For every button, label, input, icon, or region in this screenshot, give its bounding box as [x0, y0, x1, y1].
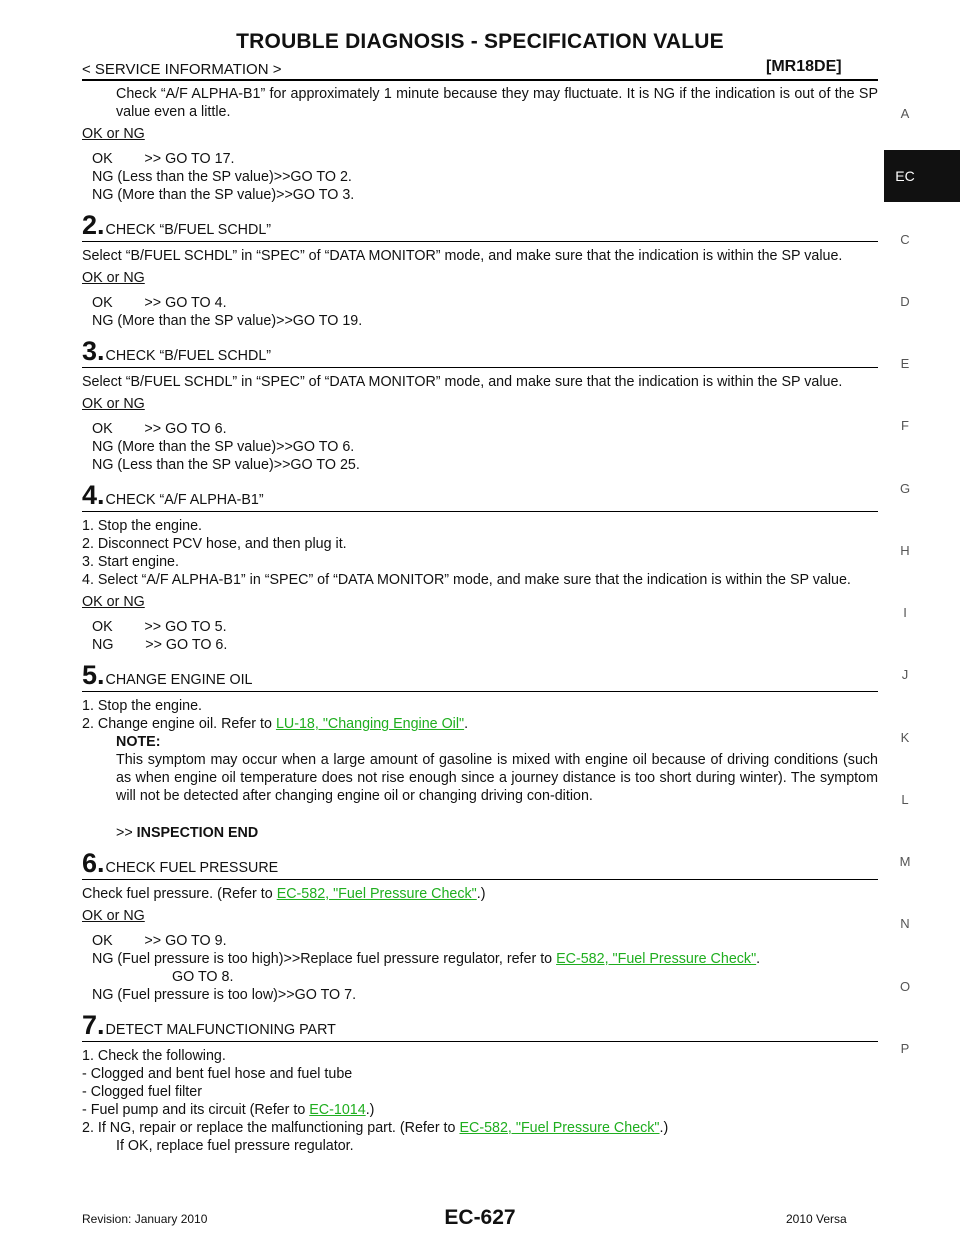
step-heading: 4. CHECK “A/F ALPHA-B1” [82, 482, 878, 512]
answer: NG (Less than the SP value)>>GO TO 25. [92, 457, 360, 473]
side-index-e[interactable]: E [900, 356, 910, 371]
step-body: Check fuel pressure. (Refer to EC-582, "… [82, 885, 878, 903]
side-index-k[interactable]: K [900, 730, 910, 745]
answer: NG (More than the SP value)>>GO TO 3. [92, 187, 355, 203]
answer: OK >> GO TO 9. [92, 933, 227, 949]
step-number: 2. [82, 210, 105, 240]
note-text: This symptom may occur when a large amou… [116, 752, 878, 804]
side-index-active-ec[interactable]: EC [884, 150, 960, 202]
list-item-suffix: . [464, 716, 469, 732]
list-item-continuation: If OK, replace fuel pressure regulator. [116, 1138, 354, 1154]
answer: OK >> GO TO 17. [92, 151, 235, 167]
step-number: 5. [82, 660, 105, 690]
answer: NG >> GO TO 6. [92, 637, 228, 653]
end-prefix: >> [116, 825, 137, 841]
step-heading: 6. CHECK FUEL PRESSURE [82, 850, 878, 880]
sub-item-suffix: .) [365, 1102, 375, 1118]
list-item: 1. Check the following. [82, 1048, 226, 1064]
side-index-n[interactable]: N [900, 916, 910, 931]
answer-continuation: GO TO 8. [172, 969, 234, 985]
answer-suffix: . [756, 951, 761, 967]
ok-or-ng-label: OK or NG [82, 396, 145, 412]
step-title: CHECK “B/FUEL SCHDL” [105, 222, 272, 238]
sub-item: - Clogged and bent fuel hose and fuel tu… [82, 1066, 353, 1082]
lu-18-link[interactable]: LU-18, "Changing Engine Oil" [275, 716, 465, 732]
body-suffix: .) [476, 886, 486, 902]
section-label: < SERVICE INFORMATION > [82, 61, 282, 78]
page-number: EC-627 [444, 1206, 516, 1229]
list-item: 1. Stop the engine. [82, 518, 203, 534]
ok-or-ng-label: OK or NG [82, 126, 145, 142]
side-index-j[interactable]: J [901, 667, 909, 682]
step-heading: 3. CHECK “B/FUEL SCHDL” [82, 338, 878, 368]
ec-582-link[interactable]: EC-582, "Fuel Pressure Check" [276, 886, 477, 902]
side-index-g[interactable]: G [899, 481, 911, 496]
answer: NG (Fuel pressure is too low)>>GO TO 7. [92, 987, 357, 1003]
step-heading: 5. CHANGE ENGINE OIL [82, 662, 878, 692]
sub-item-text: - Fuel pump and its circuit (Refer to [82, 1102, 310, 1118]
end-label: INSPECTION END [136, 825, 259, 841]
answer: NG (More than the SP value)>>GO TO 6. [92, 439, 355, 455]
list-item: 4. Select “A/F ALPHA-B1” in “SPEC” of “D… [82, 572, 851, 588]
step-title: CHECK “B/FUEL SCHDL” [105, 348, 272, 364]
step-heading: 2. CHECK “B/FUEL SCHDL” [82, 212, 878, 242]
answer: NG (More than the SP value)>>GO TO 19. [92, 313, 363, 329]
side-index-i[interactable]: I [903, 605, 907, 620]
ec-582-link[interactable]: EC-582, "Fuel Pressure Check" [556, 951, 757, 967]
header-rule [82, 79, 878, 81]
side-index-c[interactable]: C [900, 232, 910, 247]
step-title: CHECK FUEL PRESSURE [105, 860, 279, 876]
note-label: NOTE: [116, 734, 161, 750]
ok-or-ng-label: OK or NG [82, 594, 145, 610]
list-item: 2. If NG, repair or replace the malfunct… [82, 1119, 878, 1137]
step-heading: 7. DETECT MALFUNCTIONING PART [82, 1012, 878, 1042]
side-index-p[interactable]: P [900, 1041, 910, 1056]
list-item: 2. Disconnect PCV hose, and then plug it… [82, 536, 347, 552]
step-number: 4. [82, 480, 105, 510]
list-item-text: 2. Change engine oil. Refer to [82, 716, 276, 732]
step-title: DETECT MALFUNCTIONING PART [105, 1022, 336, 1038]
list-item-suffix: .) [659, 1120, 669, 1136]
step-number: 7. [82, 1010, 105, 1040]
list-item: 1. Stop the engine. [82, 698, 203, 714]
list-item-text: 2. If NG, repair or replace the malfunct… [82, 1120, 460, 1136]
side-index-o[interactable]: O [899, 979, 911, 994]
step-body: Select “B/FUEL SCHDL” in “SPEC” of “DATA… [82, 374, 843, 390]
page-title: TROUBLE DIAGNOSIS - SPECIFICATION VALUE [236, 30, 724, 53]
content: Check “A/F ALPHA-B1” for approximately 1… [82, 85, 878, 1155]
side-index-a[interactable]: A [900, 106, 910, 121]
step-title: CHANGE ENGINE OIL [105, 672, 253, 688]
inspection-end: >> INSPECTION END [82, 824, 878, 842]
ec-1014-link[interactable]: EC-1014 [309, 1102, 366, 1118]
answer: NG (Less than the SP value)>>GO TO 2. [92, 169, 352, 185]
side-index-f[interactable]: F [901, 418, 909, 433]
body-text: Check fuel pressure. (Refer to [82, 886, 277, 902]
side-index-d[interactable]: D [900, 294, 910, 309]
ok-or-ng-label: OK or NG [82, 270, 145, 286]
sub-item: - Fuel pump and its circuit (Refer to EC… [82, 1101, 878, 1119]
list-item: 3. Start engine. [82, 554, 179, 570]
ec-582-link[interactable]: EC-582, "Fuel Pressure Check" [459, 1120, 660, 1136]
footer-model: 2010 Versa [786, 1212, 847, 1226]
side-index-l[interactable]: L [901, 792, 909, 807]
footer-revision: Revision: January 2010 [82, 1212, 208, 1226]
intro-text: Check “A/F ALPHA-B1” for approximately 1… [116, 86, 878, 120]
side-index-m[interactable]: M [899, 854, 911, 869]
step-title: CHECK “A/F ALPHA-B1” [105, 492, 264, 508]
step-number: 3. [82, 336, 105, 366]
answer: OK >> GO TO 4. [92, 295, 227, 311]
side-index-h[interactable]: H [900, 543, 910, 558]
step-body: Select “B/FUEL SCHDL” in “SPEC” of “DATA… [82, 248, 843, 264]
answer-text: NG (Fuel pressure is too high)>>Replace … [92, 951, 557, 967]
ok-or-ng-label: OK or NG [82, 908, 145, 924]
list-item: 2. Change engine oil. Refer to LU-18, "C… [82, 715, 878, 733]
answer: NG (Fuel pressure is too high)>>Replace … [82, 950, 878, 968]
sub-item: - Clogged fuel filter [82, 1084, 202, 1100]
answer: OK >> GO TO 6. [92, 421, 227, 437]
engine-label: [MR18DE] [766, 58, 842, 75]
answer: OK >> GO TO 5. [92, 619, 227, 635]
step-number: 6. [82, 848, 105, 878]
